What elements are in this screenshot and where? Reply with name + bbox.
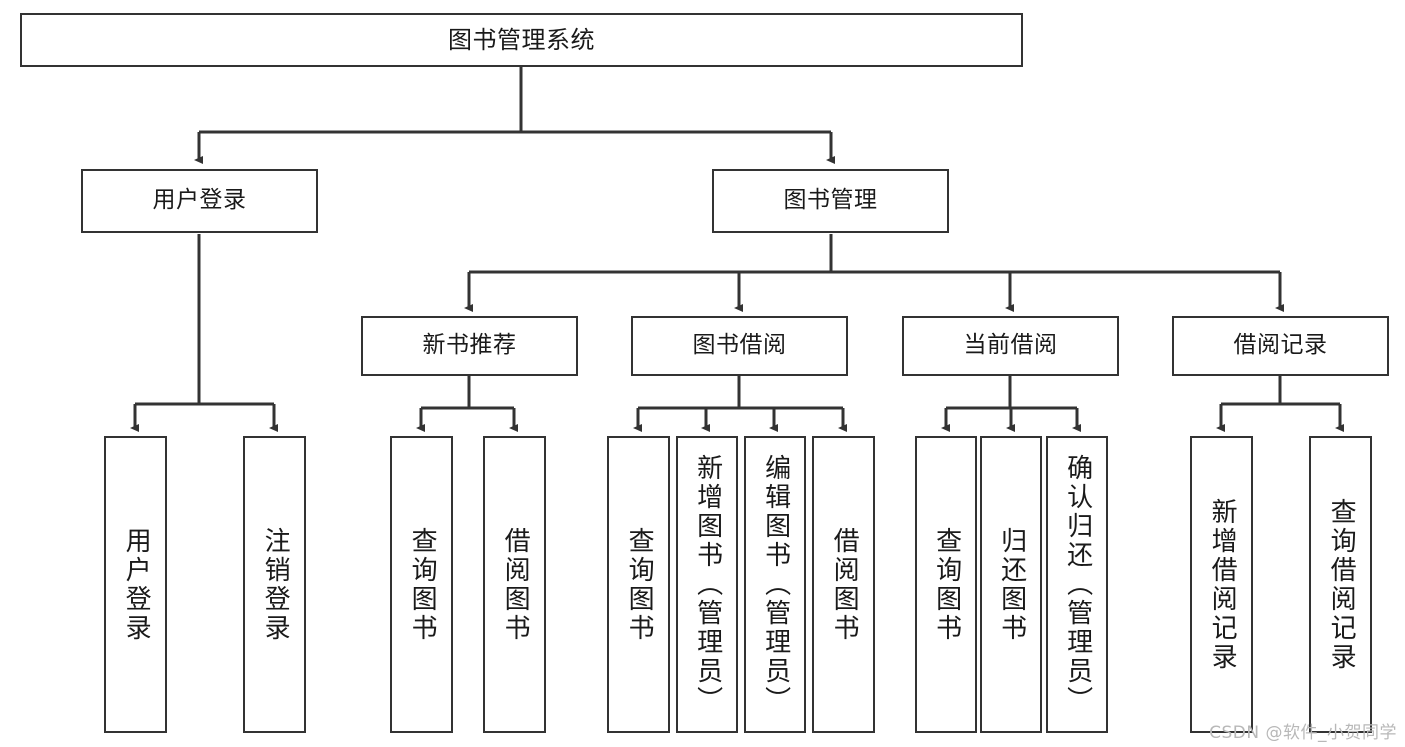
node-current-borrow[interactable]: 当前借阅 (902, 316, 1119, 376)
node-label: 新增图书（管理员） (692, 454, 723, 715)
node-leaf-logout[interactable]: 注销登录 (243, 436, 306, 733)
node-label: 用户登录 (152, 187, 247, 214)
node-label: 用户登录 (121, 526, 152, 643)
node-leaf-query-book-recommend[interactable]: 查询图书 (390, 436, 453, 733)
node-label: 借阅图书 (829, 526, 860, 643)
node-label: 借阅记录 (1233, 332, 1328, 359)
node-leaf-user-login[interactable]: 用户登录 (104, 436, 167, 733)
node-leaf-add-book-admin[interactable]: 新增图书（管理员） (676, 436, 738, 733)
node-leaf-add-borrow-record[interactable]: 新增借阅记录 (1190, 436, 1253, 733)
node-borrow-record[interactable]: 借阅记录 (1172, 316, 1389, 376)
node-label: 当前借阅 (963, 332, 1058, 359)
node-leaf-edit-book-admin[interactable]: 编辑图书（管理员） (744, 436, 806, 733)
node-label: 编辑图书（管理员） (760, 454, 791, 715)
node-root-system[interactable]: 图书管理系统 (20, 13, 1023, 67)
node-new-book-recommend[interactable]: 新书推荐 (361, 316, 578, 376)
node-label: 图书管理系统 (448, 25, 595, 54)
node-label: 确认归还（管理员） (1062, 454, 1093, 715)
node-label: 查询图书 (931, 526, 962, 643)
node-label: 借阅图书 (500, 526, 531, 643)
node-leaf-borrow-book[interactable]: 借阅图书 (812, 436, 875, 733)
node-leaf-query-book-borrow[interactable]: 查询图书 (607, 436, 670, 733)
node-leaf-query-borrow-record[interactable]: 查询借阅记录 (1309, 436, 1372, 733)
node-label: 图书管理 (783, 187, 878, 214)
node-leaf-borrow-book-recommend[interactable]: 借阅图书 (483, 436, 546, 733)
node-book-borrow[interactable]: 图书借阅 (631, 316, 848, 376)
node-label: 查询图书 (624, 526, 655, 643)
watermark-text: CSDN @软件_小贺同学 (1209, 723, 1397, 743)
node-leaf-confirm-return-admin[interactable]: 确认归还（管理员） (1046, 436, 1108, 733)
node-label: 归还图书 (996, 526, 1027, 643)
node-label: 新书推荐 (422, 332, 517, 359)
node-label: 查询图书 (407, 526, 438, 643)
node-label: 注销登录 (260, 526, 291, 643)
node-user-login[interactable]: 用户登录 (81, 169, 318, 233)
node-leaf-query-book-current[interactable]: 查询图书 (915, 436, 977, 733)
node-leaf-return-book[interactable]: 归还图书 (980, 436, 1042, 733)
node-label: 查询借阅记录 (1326, 497, 1357, 672)
node-book-management[interactable]: 图书管理 (712, 169, 949, 233)
node-label: 图书借阅 (692, 332, 787, 359)
node-label: 新增借阅记录 (1207, 497, 1238, 672)
